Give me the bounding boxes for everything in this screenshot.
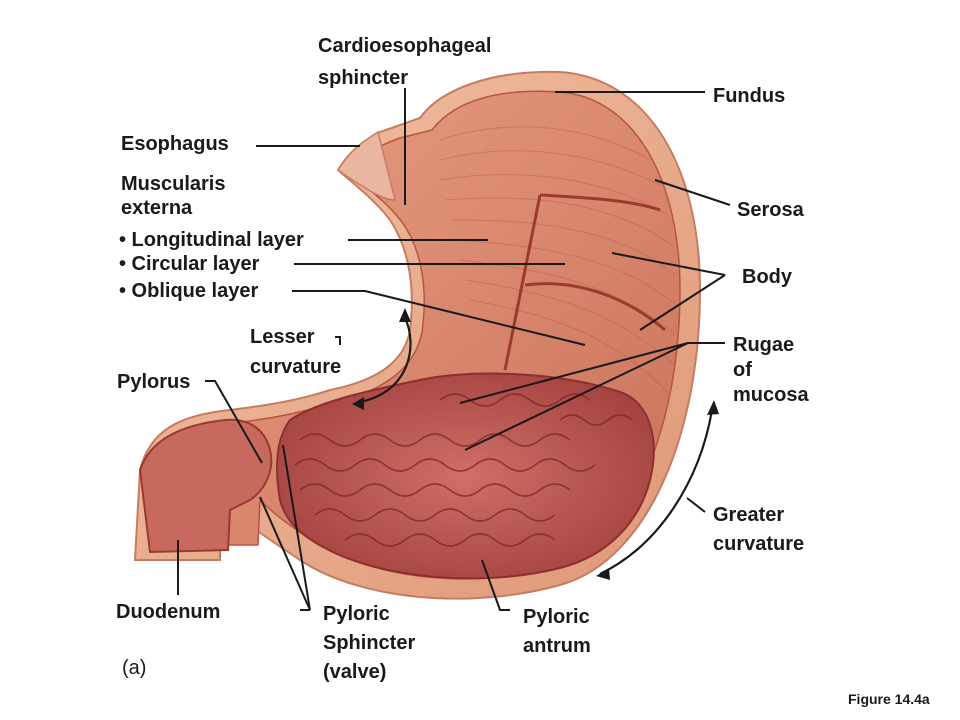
label-pyloric-antrum-line2: antrum bbox=[523, 635, 591, 657]
label-rugae-line2: of bbox=[733, 359, 752, 381]
label-pyloric-sphincter-line2: Sphincter bbox=[323, 632, 416, 654]
label-serosa: Serosa bbox=[737, 199, 804, 221]
label-esophagus: Esophagus bbox=[121, 133, 229, 155]
label-duodenum: Duodenum bbox=[116, 601, 221, 623]
label-pyloric-sphincter: Pyloric Sphincter (valve) bbox=[323, 600, 415, 687]
label-muscularis-line2: externa bbox=[121, 197, 193, 219]
label-pyloric-antrum-line1: Pyloric bbox=[523, 606, 590, 628]
label-cardioesophageal-line2: sphincter bbox=[318, 67, 409, 89]
label-rugae-line3: mucosa bbox=[733, 384, 809, 406]
label-greater-curvature: Greater curvature bbox=[713, 501, 804, 559]
label-lesser-line1: Lesser bbox=[250, 326, 315, 348]
rugae-folds bbox=[294, 393, 633, 547]
lesser-curvature-arrow bbox=[359, 317, 412, 404]
panel-label: (a) bbox=[122, 657, 147, 679]
label-circular: • Circular layer bbox=[119, 253, 260, 275]
label-cardioesophageal-line1: Cardioesophageal bbox=[318, 35, 492, 57]
greater-arrowhead-top bbox=[707, 400, 719, 415]
arrowheads bbox=[352, 308, 719, 580]
label-pyloric-antrum: Pyloric antrum bbox=[523, 603, 591, 661]
leader-lines bbox=[177, 88, 731, 611]
label-cardioesophageal: Cardioesophageal sphincter bbox=[318, 33, 491, 91]
curvature-arrows bbox=[359, 317, 714, 575]
greater-curvature-arrow bbox=[599, 409, 714, 575]
greater-arrowhead-bottom bbox=[596, 568, 610, 580]
label-rugae: Rugae of mucosa bbox=[733, 333, 809, 408]
label-lesser-line2: curvature bbox=[250, 356, 342, 378]
label-greater-line2: curvature bbox=[713, 533, 805, 555]
label-rugae-line1: Rugae bbox=[733, 334, 795, 356]
esophagus-tube bbox=[337, 130, 396, 201]
label-pyloric-sphincter-line1: Pyloric bbox=[323, 603, 390, 625]
label-pyloric-sphincter-line3: (valve) bbox=[323, 661, 387, 683]
label-fundus: Fundus bbox=[713, 85, 786, 107]
stomach-mucosa bbox=[276, 372, 655, 580]
label-muscularis: Muscularis externa bbox=[121, 172, 225, 220]
label-greater-line1: Greater bbox=[713, 504, 785, 526]
label-pylorus: Pylorus bbox=[117, 371, 191, 393]
lesser-arrowhead-bottom bbox=[352, 397, 364, 410]
muscle-fibers bbox=[439, 126, 677, 396]
label-oblique: • Oblique layer bbox=[119, 280, 259, 302]
lesser-arrowhead-top bbox=[399, 308, 411, 322]
label-muscularis-line1: Muscularis bbox=[121, 173, 226, 195]
figure-caption: Figure 14.4a bbox=[848, 691, 930, 707]
layer-cut-lines bbox=[503, 193, 666, 371]
duodenum-tube bbox=[138, 418, 273, 554]
label-longitudinal: • Longitudinal layer bbox=[119, 229, 304, 251]
label-body: Body bbox=[742, 266, 792, 288]
label-lesser-curvature: Lesser curvature bbox=[250, 322, 341, 382]
